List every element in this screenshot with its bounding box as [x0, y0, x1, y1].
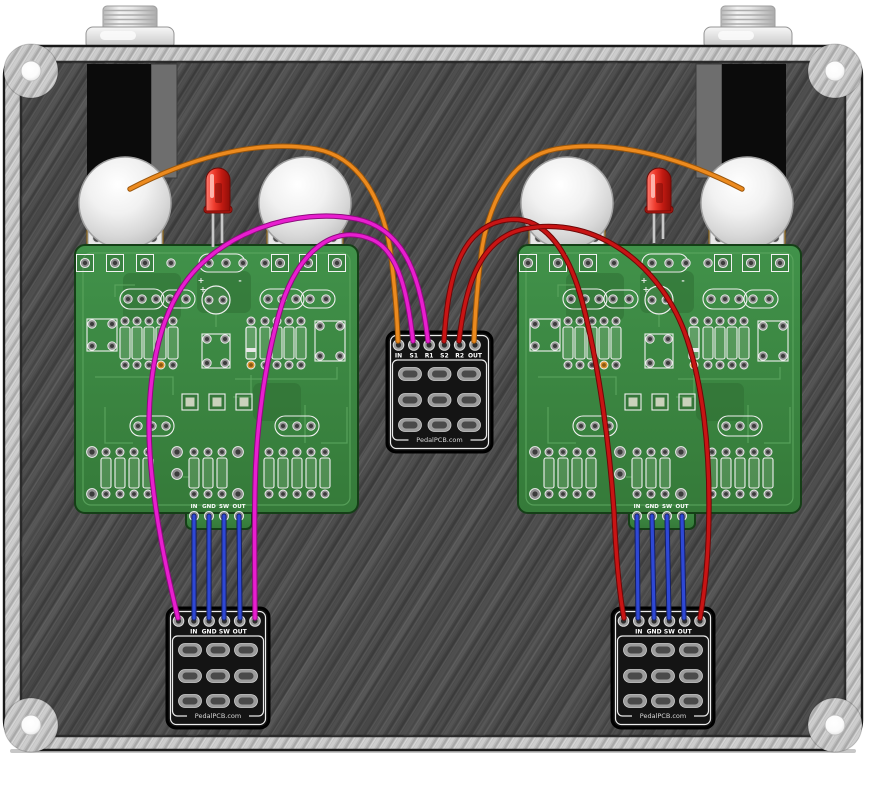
- label: S2: [440, 353, 449, 360]
- label: PedalPCB.com: [640, 712, 686, 720]
- label: R2: [455, 353, 464, 360]
- svg-text:+: +: [200, 285, 207, 294]
- corner-screw: [807, 697, 863, 753]
- label: GND: [645, 504, 659, 510]
- label: IN: [634, 504, 641, 510]
- pot-shaft-top: [700, 156, 794, 250]
- screw-hole-icon: [824, 60, 846, 82]
- label: OUT: [678, 629, 693, 636]
- wire-blue-right-gnd: [649, 513, 657, 621]
- potentiometer-4: [700, 156, 794, 250]
- label: GND: [647, 629, 662, 636]
- jack-nut-left: [85, 5, 175, 51]
- potentiometer-1: [78, 156, 172, 250]
- wire-blue-right-out: [679, 513, 687, 621]
- wire-magenta-s1: [251, 232, 416, 621]
- wire-blue-right-sw: [664, 513, 672, 621]
- svg-text:-: -: [238, 276, 241, 285]
- wire-blue-right-in: [634, 513, 641, 621]
- label: IN: [635, 629, 642, 636]
- label: IN: [191, 504, 198, 510]
- label: SW: [219, 504, 229, 510]
- label: IN: [190, 629, 197, 636]
- led-right: [644, 167, 674, 243]
- wire-magenta-r1: [146, 213, 431, 621]
- corner-screw: [3, 43, 59, 99]
- label: OUT: [468, 353, 483, 360]
- screw-hole-icon: [20, 714, 42, 736]
- wire-orange-in-jack: [127, 143, 401, 344]
- label: S1: [410, 353, 419, 360]
- svg-text:+: +: [643, 285, 650, 294]
- label: SW: [662, 504, 672, 510]
- wire-red-r2: [456, 223, 712, 621]
- label: GND: [202, 629, 217, 636]
- hookup-wires: [127, 143, 745, 621]
- svg-text:+: +: [198, 276, 205, 285]
- label: R1: [425, 353, 434, 360]
- label: IN: [395, 353, 402, 360]
- corner-screw: [807, 43, 863, 99]
- svg-text:+: +: [641, 276, 648, 285]
- label: GND: [202, 504, 216, 510]
- label: OUT: [233, 504, 246, 510]
- jack-nuts: [85, 5, 793, 51]
- breakout-board-center: IN S1 R1 S2 R2 OUT PedalPCB.com: [385, 330, 494, 454]
- svg-text:-: -: [681, 276, 684, 285]
- potentiometer-2: [258, 156, 352, 250]
- screw-hole-icon: [20, 60, 42, 82]
- wire-orange-out-jack: [471, 143, 745, 344]
- label: OUT: [233, 629, 248, 636]
- wire-red-s2: [441, 216, 627, 621]
- screw-hole-icon: [824, 714, 846, 736]
- pot-shaft-top: [78, 156, 172, 250]
- wire-blue-left-out: [236, 513, 243, 621]
- corner-screw: [3, 697, 59, 753]
- led-left: [203, 167, 233, 247]
- label: PedalPCB.com: [416, 436, 462, 444]
- label: PedalPCB.com: [195, 712, 241, 720]
- label: OUT: [676, 504, 689, 510]
- label: SW: [219, 629, 230, 636]
- label: SW: [664, 629, 675, 636]
